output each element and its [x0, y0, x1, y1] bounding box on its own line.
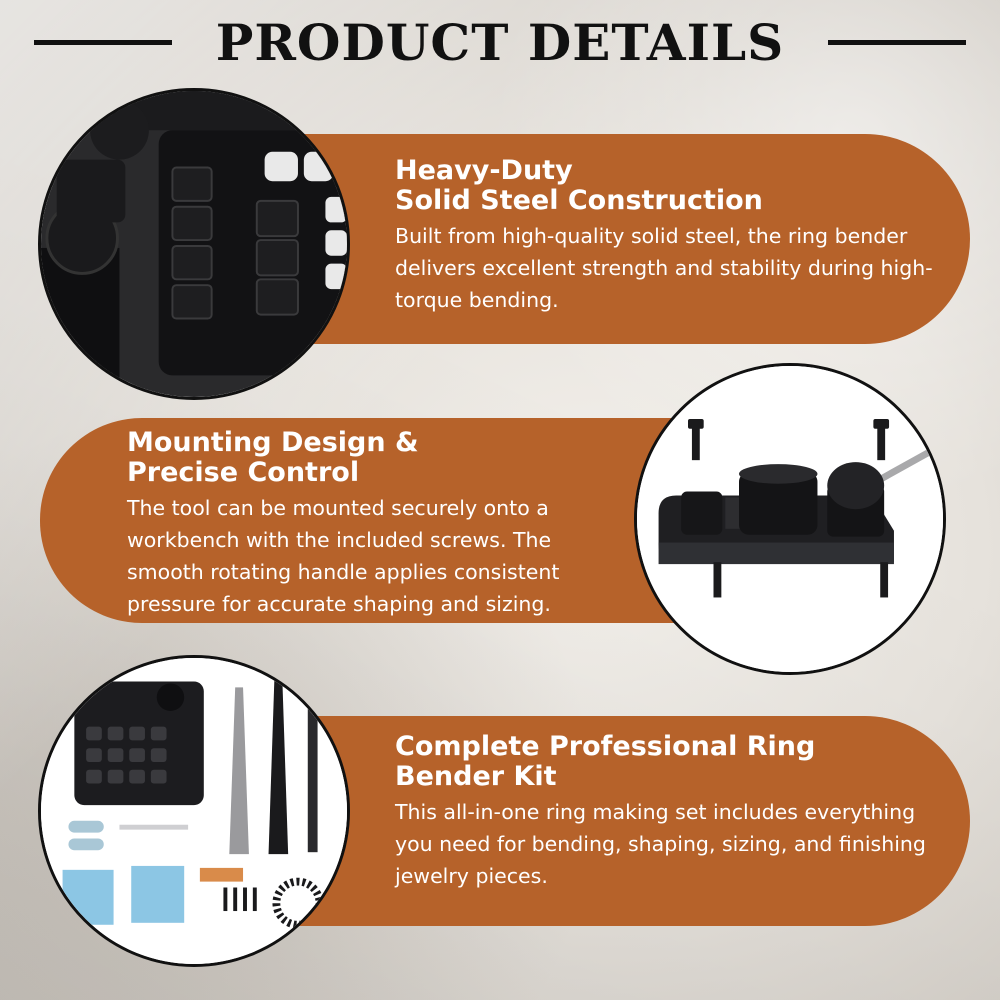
feature-band-3: Complete Professional Ring Bender Kit Th…: [255, 716, 970, 926]
ring-kit-illustration: [41, 658, 347, 964]
feature-title-1: Heavy-Duty Solid Steel Construction: [395, 156, 945, 216]
feature-title-2: Mounting Design & Precise Control: [127, 428, 627, 488]
feature-title-2-line1: Mounting Design &: [127, 427, 419, 458]
feature-title-3: Complete Professional Ring Bender Kit: [395, 732, 945, 792]
feature-title-3-line1: Complete Professional Ring: [395, 731, 816, 762]
steel-dies-illustration: [41, 91, 347, 397]
feature-title-1-line1: Heavy-Duty: [395, 155, 573, 186]
feature-text-1: Heavy-Duty Solid Steel Construction Buil…: [395, 156, 945, 316]
feature-title-3-line2: Bender Kit: [395, 761, 557, 792]
ring-bender-mounted-image: [634, 363, 946, 675]
feature-band-1: Heavy-Duty Solid Steel Construction Buil…: [255, 134, 970, 344]
steel-dies-closeup-image: [38, 88, 350, 400]
feature-text-3: Complete Professional Ring Bender Kit Th…: [395, 732, 945, 892]
feature-band-2: Mounting Design & Precise Control The to…: [40, 418, 760, 623]
feature-body-2: The tool can be mounted securely onto a …: [127, 496, 560, 616]
feature-title-2-line2: Precise Control: [127, 457, 360, 488]
feature-body-1: Built from high-quality solid steel, the…: [395, 224, 933, 312]
feature-body-3: This all-in-one ring making set includes…: [395, 800, 926, 888]
header: PRODUCT DETAILS: [0, 0, 1000, 90]
ring-bender-illustration: [637, 366, 943, 672]
header-rule-right: [828, 40, 966, 45]
page-title: PRODUCT DETAILS: [215, 12, 785, 72]
feature-title-1-line2: Solid Steel Construction: [395, 185, 763, 216]
ring-bender-kit-image: [38, 655, 350, 967]
header-rule-left: [34, 40, 172, 45]
feature-text-2: Mounting Design & Precise Control The to…: [127, 428, 627, 620]
